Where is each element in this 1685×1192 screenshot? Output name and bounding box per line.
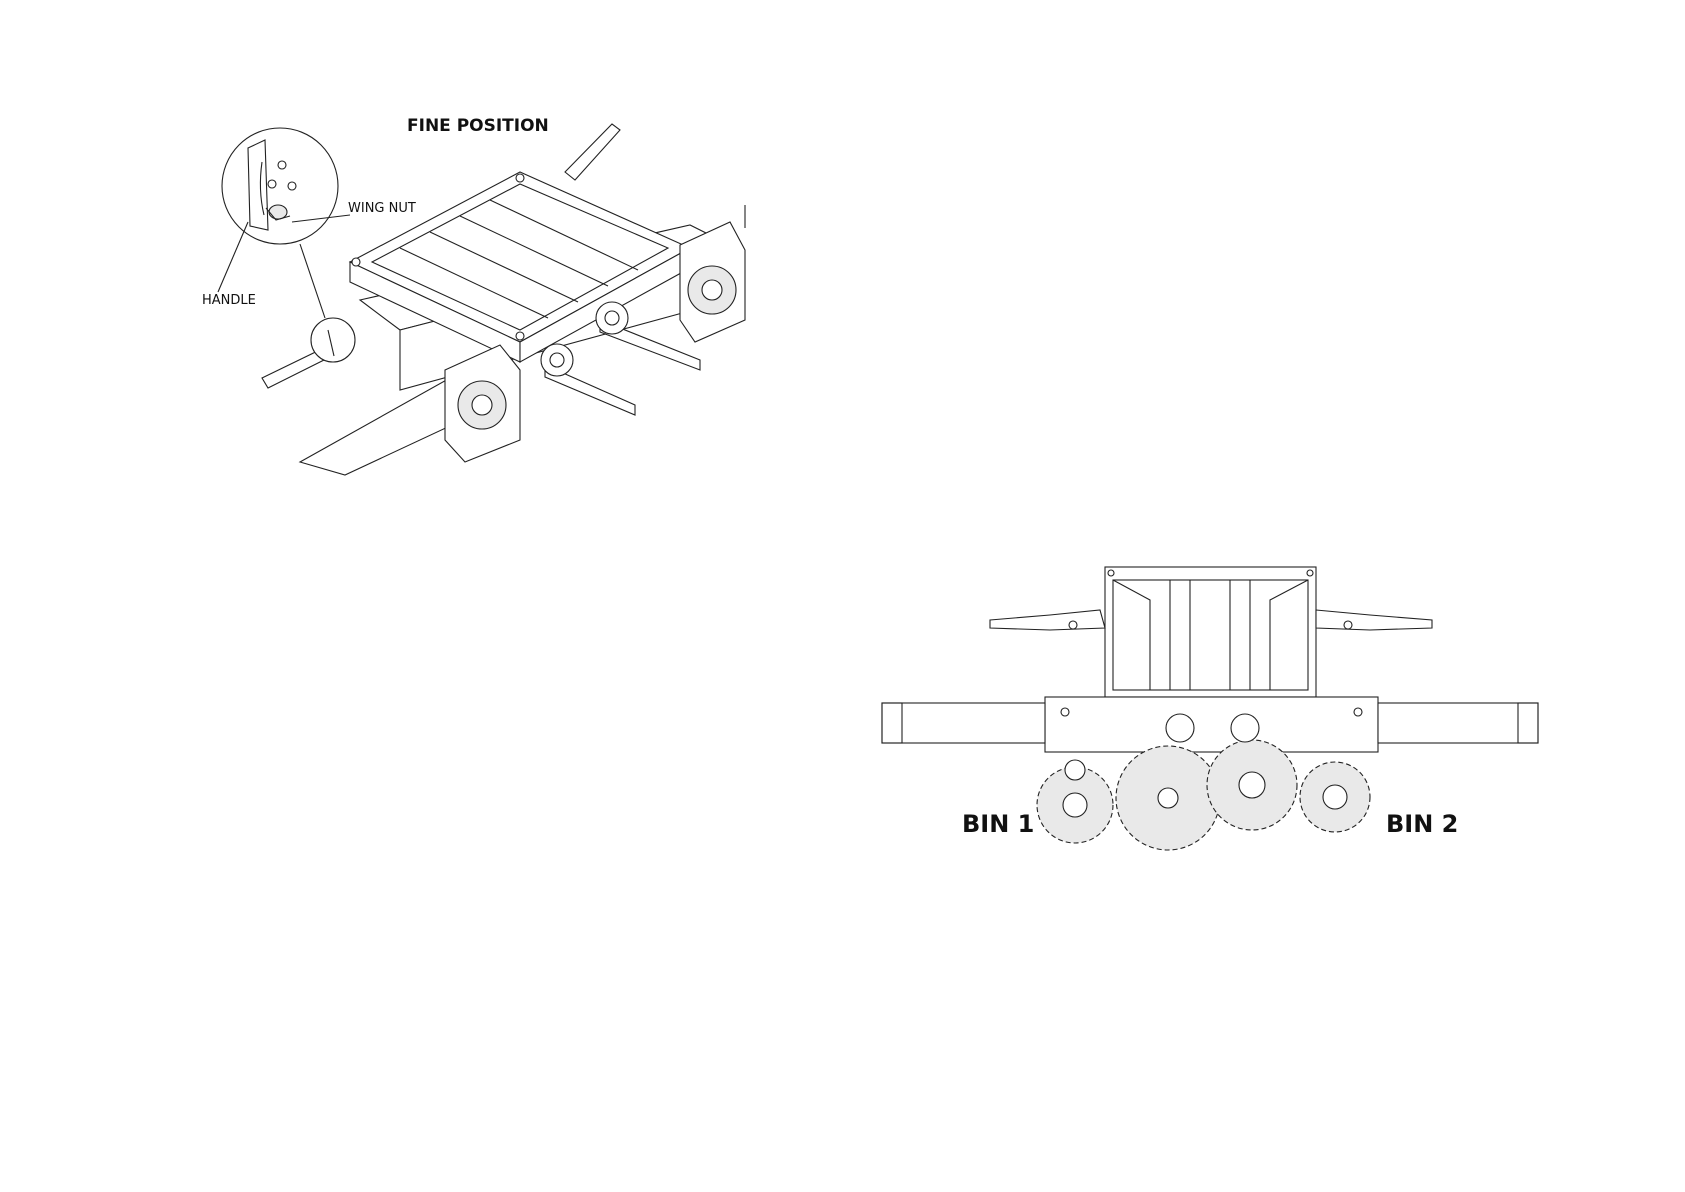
wing-nut-icon — [269, 205, 287, 219]
bolt — [516, 174, 524, 182]
bin-1-label: BIN 1 — [962, 812, 1034, 836]
bolt — [1061, 708, 1069, 716]
bin-gear-front-view-drawing — [882, 567, 1538, 850]
gear-hub — [1063, 793, 1087, 817]
bolt — [1354, 708, 1362, 716]
top-handle-bar — [565, 124, 620, 180]
fine-position-title: FINE POSITION — [407, 118, 549, 135]
side-bracket-detail — [311, 318, 355, 362]
handle-label: HANDLE — [202, 294, 256, 307]
bolt — [1307, 570, 1313, 576]
right-gearbox-hub — [702, 280, 722, 300]
gear-hub — [1158, 788, 1178, 808]
left-side-tube — [882, 703, 1045, 743]
front-frame-bar — [1045, 697, 1378, 752]
fine-position-assembly-drawing — [218, 124, 745, 475]
shaft-bearing — [1166, 714, 1194, 742]
gear-hub — [1239, 772, 1265, 798]
bolt — [1108, 570, 1114, 576]
detail-connector-line — [300, 244, 325, 318]
bin-2-label: BIN 2 — [1386, 812, 1458, 836]
wing-nut-label: WING NUT — [348, 202, 416, 215]
handle-leader — [218, 222, 248, 292]
front-hopper-box — [1105, 567, 1316, 697]
gear-bearing — [1065, 760, 1085, 780]
upper-bearing-core — [605, 311, 619, 325]
right-side-tube — [1378, 703, 1538, 743]
left-gearbox-hub — [472, 395, 492, 415]
left-handle-arm — [990, 610, 1105, 630]
right-handle-arm — [1316, 610, 1432, 630]
bolt — [516, 332, 524, 340]
wing-nut-detail-circle — [222, 128, 338, 244]
bolt — [352, 258, 360, 266]
gear-hub — [1323, 785, 1347, 809]
shaft-bearing — [1231, 714, 1259, 742]
lower-bearing-core — [550, 353, 564, 367]
